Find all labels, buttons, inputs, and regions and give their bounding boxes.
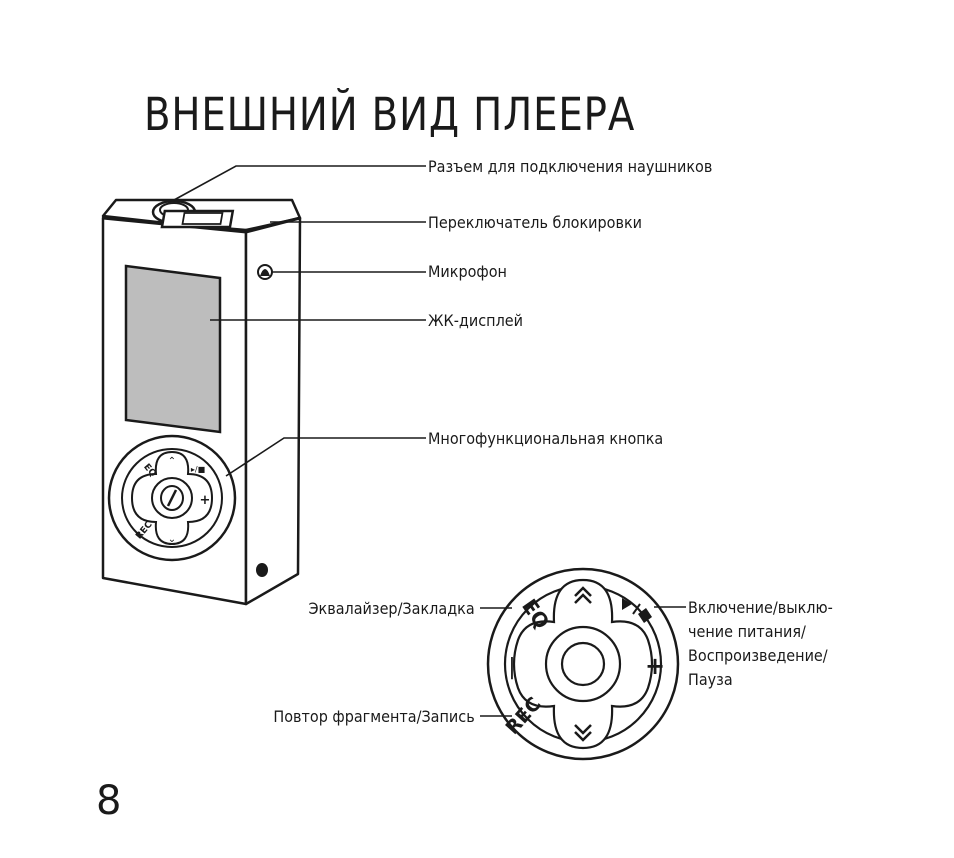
svg-text:⌄: ⌄: [168, 534, 176, 545]
plus-icon: +: [645, 652, 665, 680]
player-side-face: [244, 216, 302, 606]
label-power-play-line1: Включение/выклю-: [688, 598, 833, 617]
large-multi-button: [486, 567, 680, 761]
page-title: ВНЕШНИЙ ВИД ПЛЕЕРА: [144, 88, 636, 141]
callout-lines: [173, 165, 426, 477]
label-equalizer-bookmark: Эквалайзер/Закладка: [308, 599, 475, 618]
play-icon: [622, 598, 632, 610]
up-arrow-icon: [574, 586, 592, 604]
stop-icon: [638, 608, 652, 623]
leader-headphone-jack: [173, 165, 426, 201]
button-center: [560, 641, 606, 687]
label-microphone: Микрофон: [428, 262, 507, 281]
svg-text:⌃: ⌃: [168, 456, 176, 467]
page-number: 8: [96, 778, 122, 824]
side-dot: [256, 563, 268, 577]
label-multi-button: Многофункциональная кнопка: [428, 429, 664, 448]
label-lock-switch: Переключатель блокировки: [428, 213, 643, 232]
leader-multi-button: [225, 437, 426, 477]
label-power-play-line2: чение питания/: [688, 622, 806, 641]
down-arrow-icon: [574, 724, 592, 742]
small-multi-button: [107, 434, 237, 562]
svg-text:▸/■: ▸/■: [191, 465, 205, 474]
label-repeat-record: Повтор фрагмента/Запись: [273, 707, 475, 726]
label-headphone-jack: Разъем для подключения наушников: [428, 157, 713, 176]
label-power-play-line3: Воспроизведение/: [688, 646, 828, 665]
label-lcd-display: ЖК-дисплей: [428, 311, 524, 330]
minus-icon: |: [508, 655, 515, 680]
lcd-screen: [124, 264, 222, 434]
label-power-play-line4: Пауза: [688, 670, 733, 689]
svg-text:+: +: [200, 493, 211, 508]
